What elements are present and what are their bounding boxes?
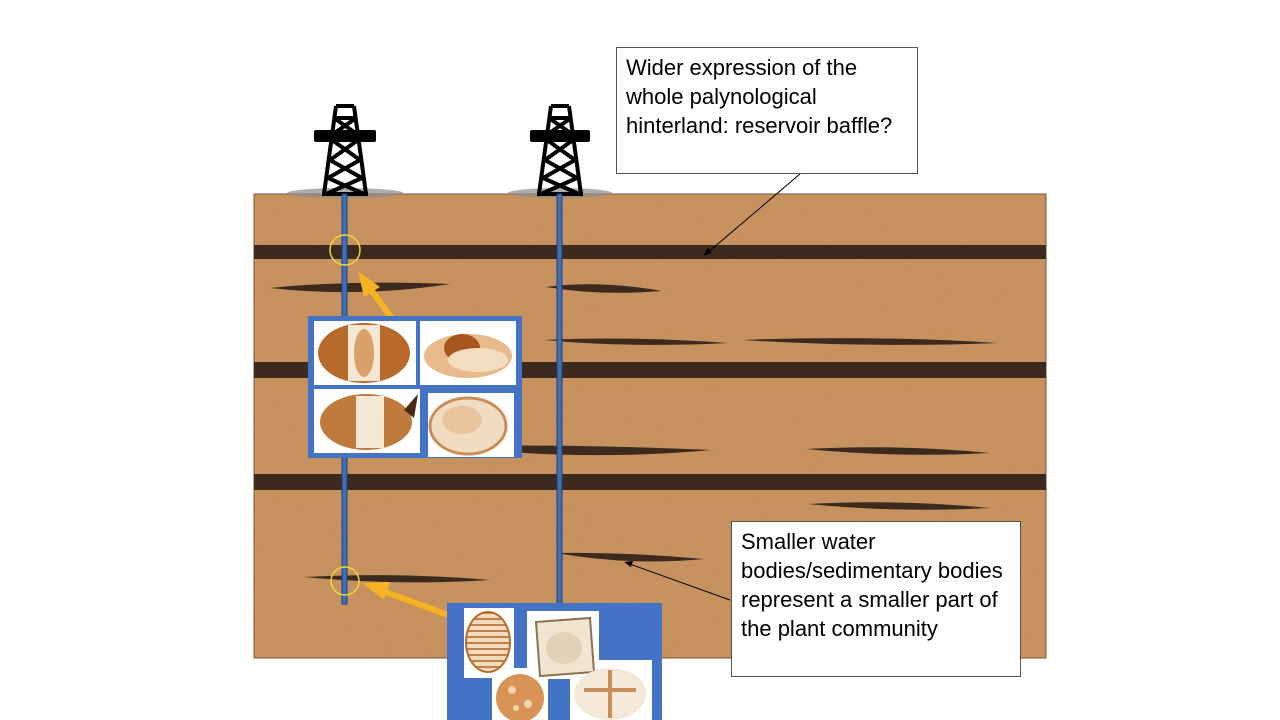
dark-layer-1 <box>254 245 1046 259</box>
pointer-head-bottom <box>624 561 633 567</box>
pollen-grain-icon <box>496 674 544 720</box>
callout-bottom: Smaller water bodies/sedimentary bodies … <box>731 521 1021 677</box>
oil-derrick-icon <box>314 104 376 196</box>
dark-layer-3 <box>254 474 1046 490</box>
arrow-icon <box>358 271 395 320</box>
derrick-right <box>508 104 612 198</box>
pollen-photo-panel-lower <box>447 603 662 720</box>
lens-body <box>742 338 998 345</box>
pollen-grain-icon <box>424 334 512 378</box>
lens-body <box>556 552 704 562</box>
pollen-grain-icon <box>320 394 418 450</box>
derrick-left <box>287 104 403 198</box>
lens-body <box>544 338 728 345</box>
pollen-grain-icon <box>318 323 410 383</box>
lens-body <box>806 447 990 455</box>
lens-body <box>808 502 990 510</box>
lens-body <box>304 575 490 583</box>
lens-body <box>270 282 450 293</box>
callout-top: Wider expression of the whole palynologi… <box>616 47 918 174</box>
pollen-grain-icon <box>574 668 646 720</box>
wellbore-right <box>556 193 563 607</box>
pointer-line-top <box>705 173 801 255</box>
pollen-grain-icon <box>534 616 596 678</box>
sample-circle-lower <box>330 566 360 596</box>
lens-body <box>546 284 662 293</box>
pointer-line-bottom <box>626 562 731 601</box>
pollen-photo-panel-upper <box>308 316 522 458</box>
oil-derrick-icon <box>530 104 590 196</box>
pollen-grain-icon <box>428 396 508 456</box>
sample-circle-upper <box>329 234 361 266</box>
pointer-head-top <box>703 248 712 256</box>
pollen-grain-icon <box>465 611 511 673</box>
